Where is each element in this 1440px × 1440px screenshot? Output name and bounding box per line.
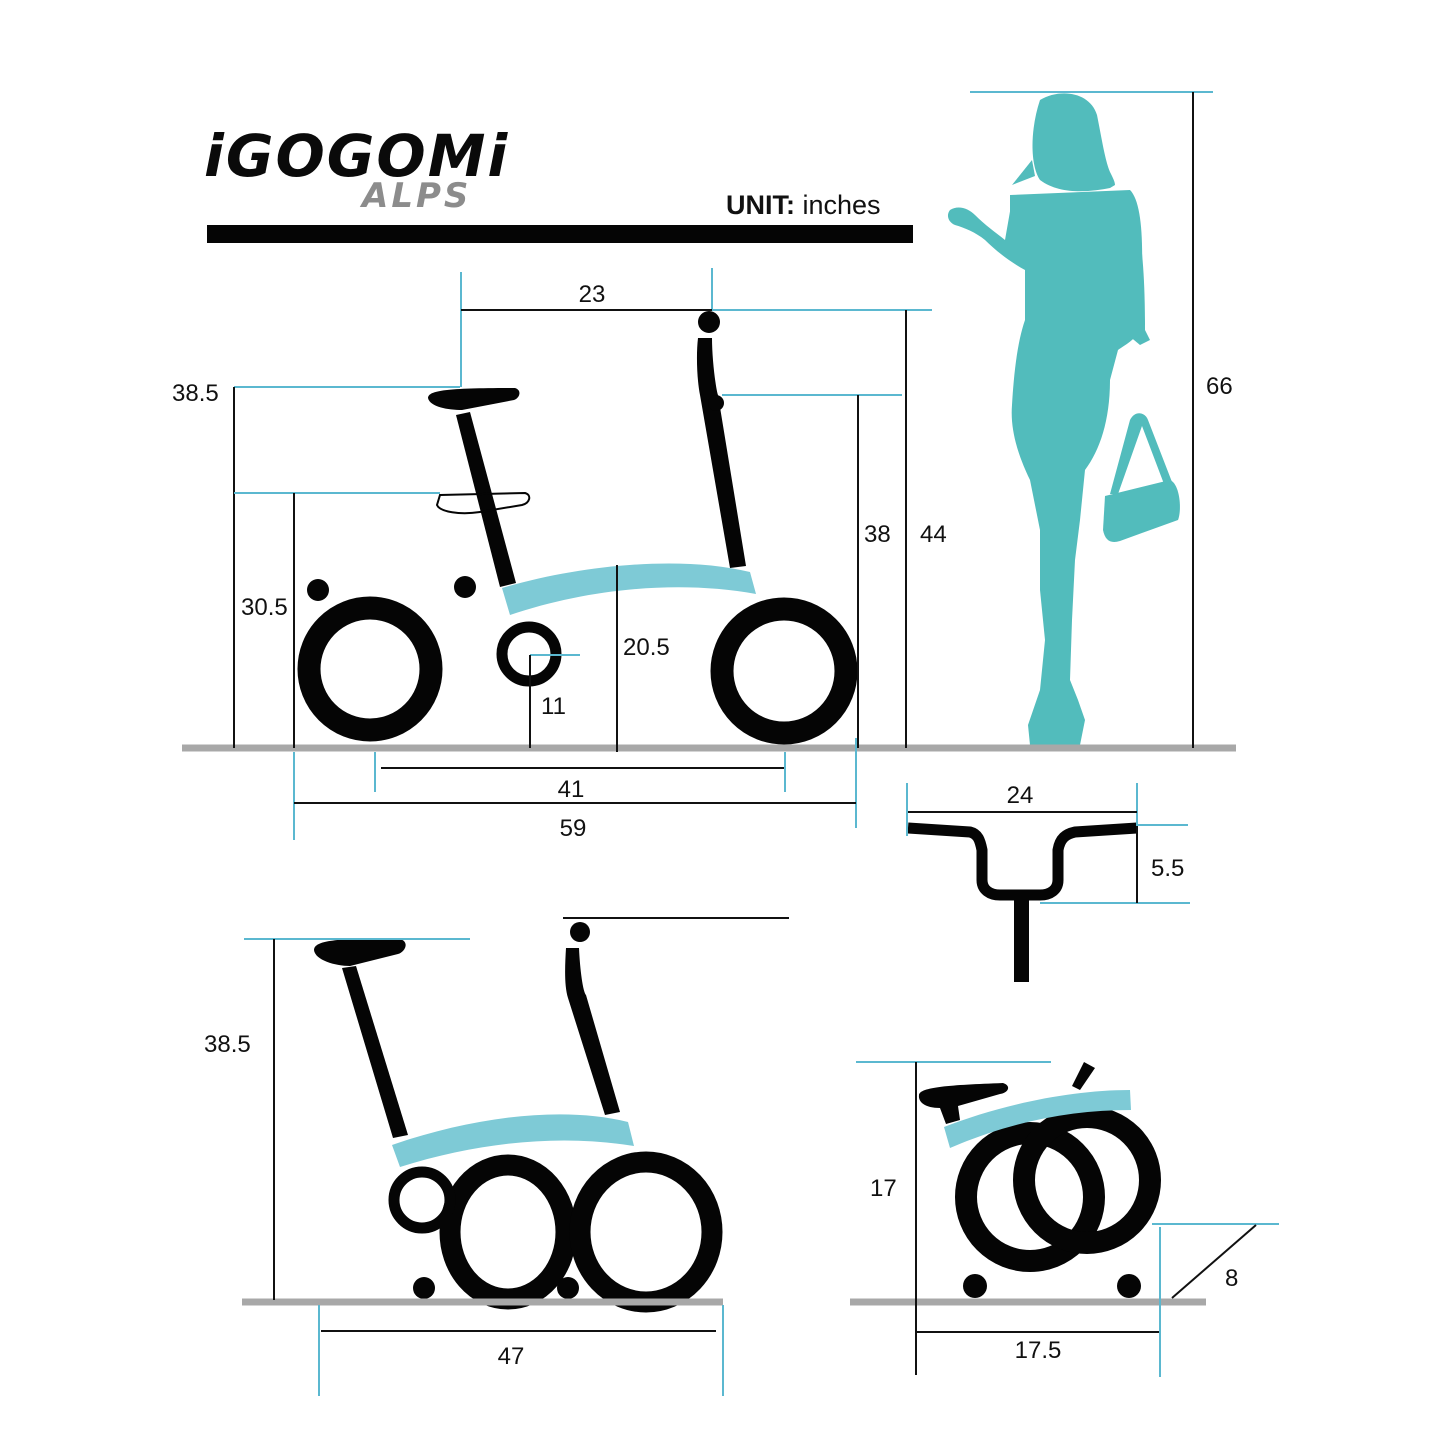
folded-bike-icon <box>918 1062 1161 1298</box>
unfolded-bike-icon <box>297 311 858 745</box>
handlebar-icon <box>907 822 1138 901</box>
dim-seat-to-handlebar: 23 <box>579 281 606 308</box>
unit-separator: : <box>786 190 795 220</box>
model-logo: ALPS <box>359 176 471 216</box>
brand-logo: iGOGOMi <box>204 122 509 190</box>
dim-rider-height: 66 <box>1206 373 1233 400</box>
half-folded-dimensions: 38.5 47 <box>204 917 789 1396</box>
dim-handlebar-width: 24 <box>1007 782 1034 809</box>
front-wheel-icon <box>710 597 858 745</box>
dim-half-folded-seat-height: 38.5 <box>204 1031 251 1058</box>
dim-handlebar-grip-height: 38 <box>864 521 891 548</box>
frame-icon <box>392 1114 634 1167</box>
unit-label: UNIT: inches <box>726 190 881 220</box>
saddle-icon <box>314 938 406 966</box>
dim-folded-height: 17 <box>870 1175 897 1202</box>
unit-value: inches <box>795 190 881 220</box>
folded-dimensions: 17 8 17.5 <box>856 1061 1279 1377</box>
saddle-icon <box>918 1083 1009 1124</box>
dim-handlebar-rise: 5.5 <box>1151 855 1184 882</box>
dim-overall-length: 59 <box>560 815 587 842</box>
saddle-icon <box>428 388 520 410</box>
dim-seat-height: 38.5 <box>172 380 219 407</box>
handlebar-view: 24 5.5 <box>906 782 1190 982</box>
header: iGOGOMi ALPS UNIT: inches <box>204 122 913 243</box>
dim-half-folded-length: 47 <box>498 1343 525 1370</box>
dim-frame-height: 20.5 <box>623 634 670 661</box>
dim-folded-width: 8 <box>1225 1265 1238 1292</box>
header-rule <box>207 225 913 243</box>
rear-wheel-icon <box>297 596 443 742</box>
frame-icon <box>944 1090 1131 1148</box>
person-silhouette-icon <box>947 93 1180 745</box>
dim-support-wheel-axle: 11 <box>541 693 566 720</box>
half-folded-bike-icon <box>314 922 723 1313</box>
handlebar-stem-icon <box>1014 890 1029 982</box>
dim-wheelbase: 41 <box>558 776 585 803</box>
dim-handlebar-top-height: 44 <box>920 521 947 548</box>
unfolded-dimensions: 23 38.5 30.5 11 20.5 38 44 66 41 <box>172 91 1233 842</box>
frame-icon <box>502 563 756 615</box>
dim-rack-height: 30.5 <box>241 594 288 621</box>
stem-icon <box>565 948 620 1115</box>
dim-folded-length: 17.5 <box>1015 1337 1062 1364</box>
stem-icon <box>696 338 746 568</box>
unit-key: UNIT <box>726 190 789 220</box>
